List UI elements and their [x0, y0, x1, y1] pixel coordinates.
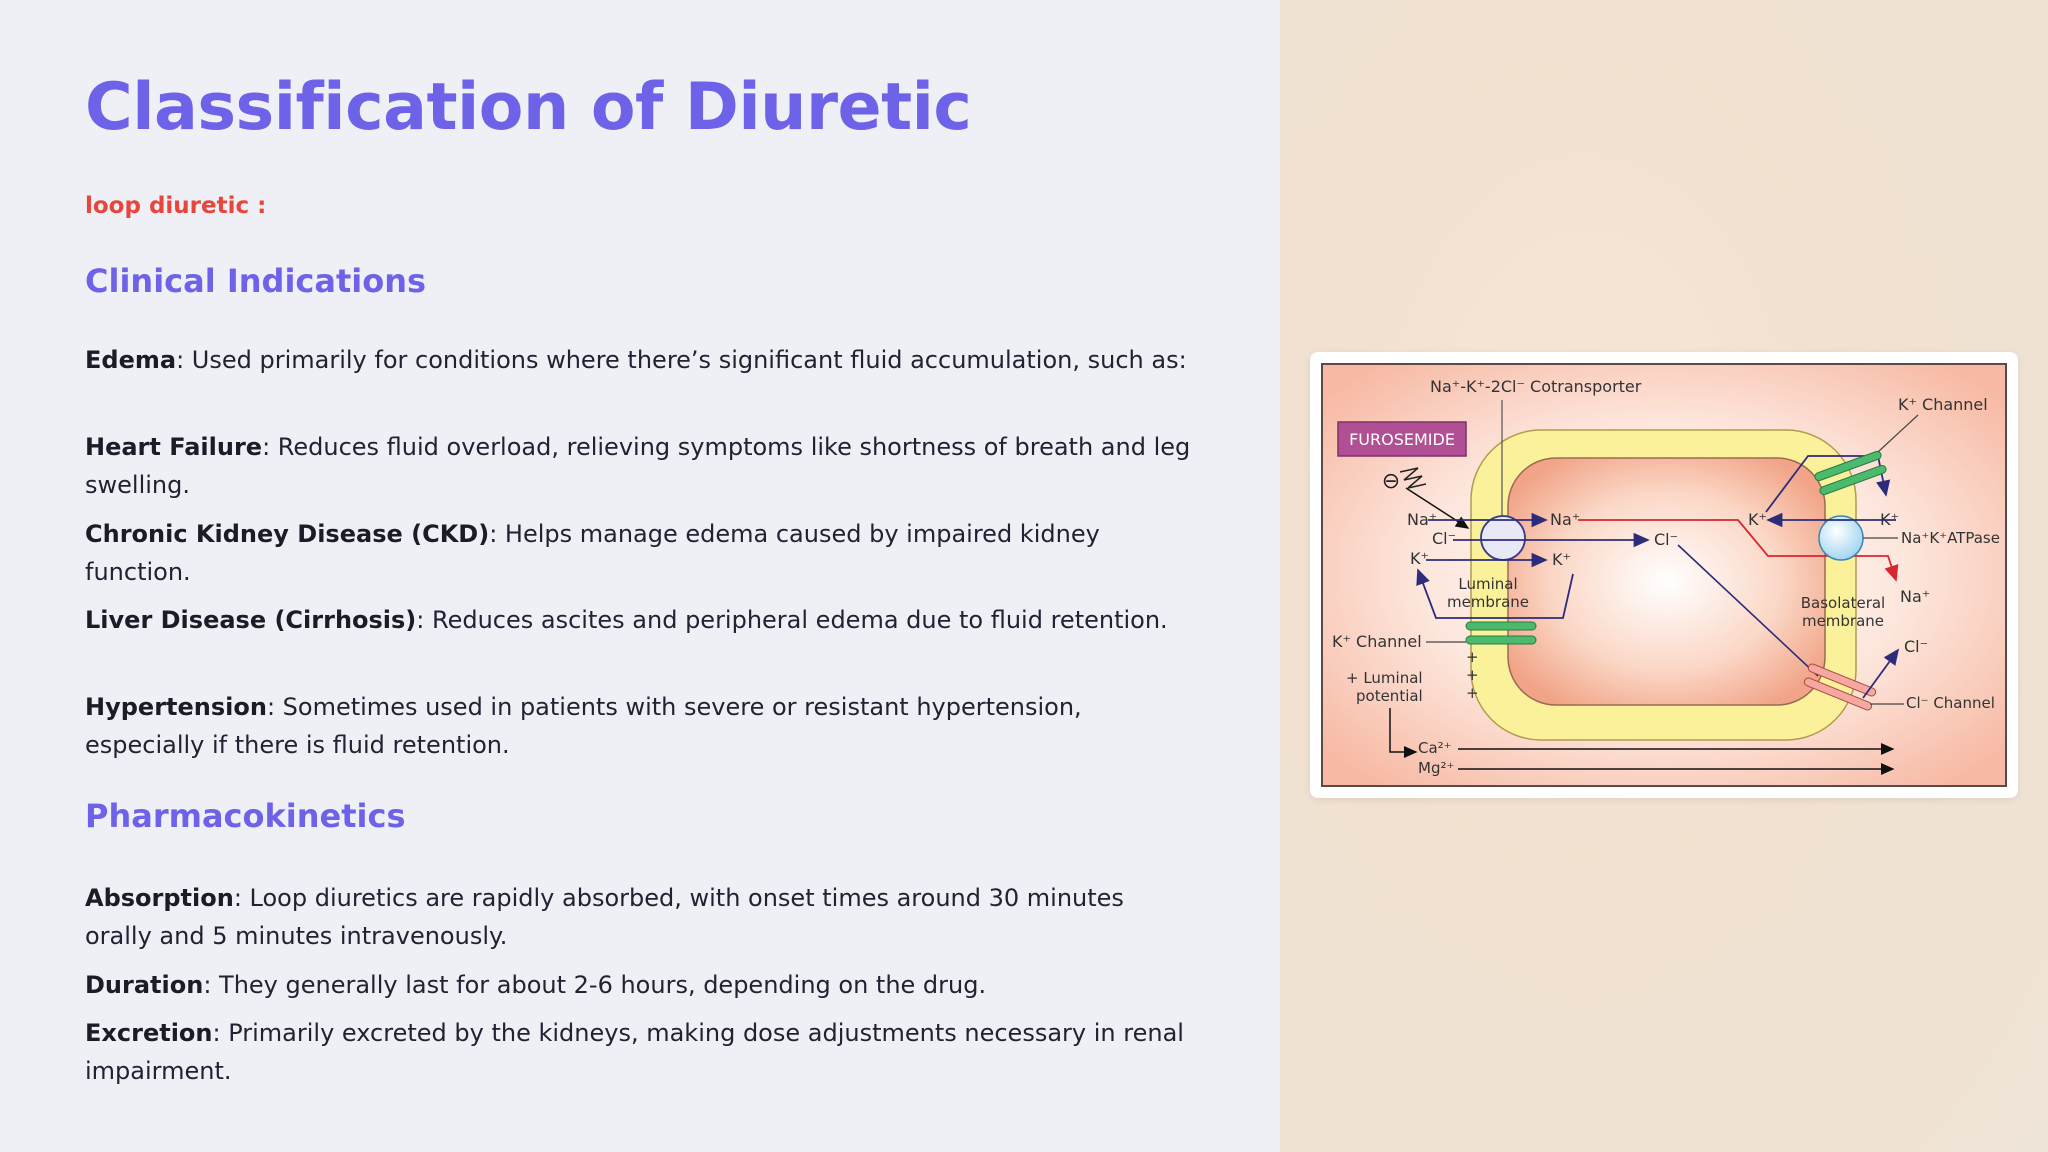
luminal-k-channel-bottom — [1465, 635, 1537, 645]
pharmacokinetics-heading: Pharmacokinetics — [85, 797, 406, 835]
absorption-item: Absorption: Loop diuretics are rapidly a… — [85, 879, 1195, 955]
atpase-label: Na⁺K⁺ATPase — [1901, 529, 2000, 547]
plus-sign-2: + — [1466, 666, 1479, 684]
cotransporter-circle — [1480, 515, 1526, 561]
duration-term: Duration — [85, 971, 204, 999]
basolateral-k-channel-top — [1814, 450, 1882, 482]
heart-failure-item: Heart Failure: Reduces fluid overload, r… — [85, 428, 1195, 504]
cl-diagonal-path — [1677, 544, 1819, 677]
edema-term: Edema — [85, 346, 177, 374]
ckd-item: Chronic Kidney Disease (CKD): Helps mana… — [85, 515, 1195, 591]
basolateral-cl-channel-bottom — [1803, 677, 1873, 711]
heart-failure-text: : Reduces fluid overload, relieving symp… — [85, 433, 1191, 499]
k-recycle-path — [1416, 568, 1574, 619]
k-right-label-1: K⁺ — [1748, 510, 1767, 529]
absorption-term: Absorption — [85, 884, 234, 912]
liver-disease-item: Liver Disease (Cirrhosis): Reduces ascit… — [85, 601, 1195, 639]
duration-item: Duration: They generally last for about … — [85, 966, 1195, 1004]
luminal-membrane-label-1: Luminal — [1458, 575, 1517, 593]
na-middle-label: Na⁺ — [1550, 510, 1580, 529]
ca-label: Ca²⁺ — [1418, 739, 1452, 757]
loop-diuretic-diagram: FUROSEMIDE ⊖ Na⁺-K⁺-2Cl⁻ Cotransporter N… — [1310, 352, 2018, 798]
na-transport-path — [1578, 519, 1899, 582]
excretion-item: Excretion: Primarily excreted by the kid… — [85, 1014, 1195, 1090]
basolateral-membrane-label-1: Basolateral — [1801, 594, 1885, 612]
heart-failure-term: Heart Failure — [85, 433, 263, 461]
k-exit-path — [1765, 455, 1891, 513]
cl-middle-label: Cl⁻ — [1654, 530, 1678, 549]
k-left-label: K⁺ — [1410, 549, 1429, 568]
k-channel-top-label: K⁺ Channel — [1898, 395, 1988, 414]
paracellular-pointer — [1389, 708, 1418, 758]
mg-label: Mg²⁺ — [1418, 759, 1454, 777]
cl-channel-label: Cl⁻ Channel — [1906, 694, 1995, 712]
excretion-term: Excretion — [85, 1019, 213, 1047]
k-channel-top-pointer — [1877, 414, 1919, 453]
furosemide-box — [1337, 421, 1467, 457]
duration-text: : They generally last for about 2-6 hour… — [203, 971, 987, 999]
atpase-pump — [1818, 515, 1864, 561]
ckd-text: : Helps manage edema caused by impaired … — [85, 520, 1100, 586]
na-left-label: Na⁺ — [1407, 510, 1437, 529]
excretion-text: : Primarily excreted by the kidneys, mak… — [85, 1019, 1184, 1085]
cl-exit-arrow — [1862, 648, 1900, 699]
k-channel-left-label: K⁺ Channel — [1332, 632, 1422, 651]
edema-text: : Used primarily for conditions where th… — [176, 346, 1187, 374]
content-pane: Classification of Diuretic loop diuretic… — [85, 70, 1195, 1090]
nephron-cell-diagram: FUROSEMIDE ⊖ Na⁺-K⁺-2Cl⁻ Cotransporter N… — [1321, 363, 2007, 787]
hypertension-text: : Sometimes used in patients with severe… — [85, 693, 1082, 759]
k-middle-label: K⁺ — [1552, 550, 1571, 569]
luminal-membrane-label-2: membrane — [1447, 593, 1529, 611]
ckd-term: Chronic Kidney Disease (CKD) — [85, 520, 490, 548]
na-right-label: Na⁺ — [1900, 587, 1930, 606]
inhibition-zigzag — [1399, 467, 1427, 489]
luminal-potential-label-2: potential — [1356, 687, 1423, 705]
edema-item: Edema: Used primarily for conditions whe… — [85, 341, 1195, 379]
luminal-k-channel-top — [1465, 621, 1537, 631]
cl-right-label: Cl⁻ — [1904, 637, 1928, 656]
cell-inner — [1507, 457, 1826, 706]
hypertension-item: Hypertension: Sometimes used in patients… — [85, 688, 1195, 764]
inhibit-icon: ⊖ — [1382, 469, 1400, 494]
basolateral-k-channel-bottom — [1819, 464, 1887, 496]
furosemide-label: FUROSEMIDE — [1349, 430, 1455, 449]
hypertension-term: Hypertension — [85, 693, 267, 721]
luminal-potential-label-1: + Luminal — [1346, 669, 1423, 687]
cotransporter-label: Na⁺-K⁺-2Cl⁻ Cotransporter — [1430, 377, 1642, 396]
absorption-text: : Loop diuretics are rapidly absorbed, w… — [85, 884, 1124, 950]
page-title: Classification of Diuretic — [85, 70, 972, 145]
subtitle: loop diuretic : — [85, 193, 267, 219]
basolateral-membrane-label-2: membrane — [1802, 612, 1884, 630]
basolateral-cl-channel-top — [1807, 663, 1877, 697]
liver-disease-text: : Reduces ascites and peripheral edema d… — [416, 606, 1168, 634]
clinical-indications-heading: Clinical Indications — [85, 262, 427, 300]
plus-sign-3: + — [1466, 684, 1479, 702]
plus-sign-1: + — [1466, 648, 1479, 666]
inhibition-arrow — [1405, 487, 1470, 529]
liver-disease-term: Liver Disease (Cirrhosis) — [85, 606, 417, 634]
cl-left-label: Cl⁻ — [1432, 529, 1456, 548]
